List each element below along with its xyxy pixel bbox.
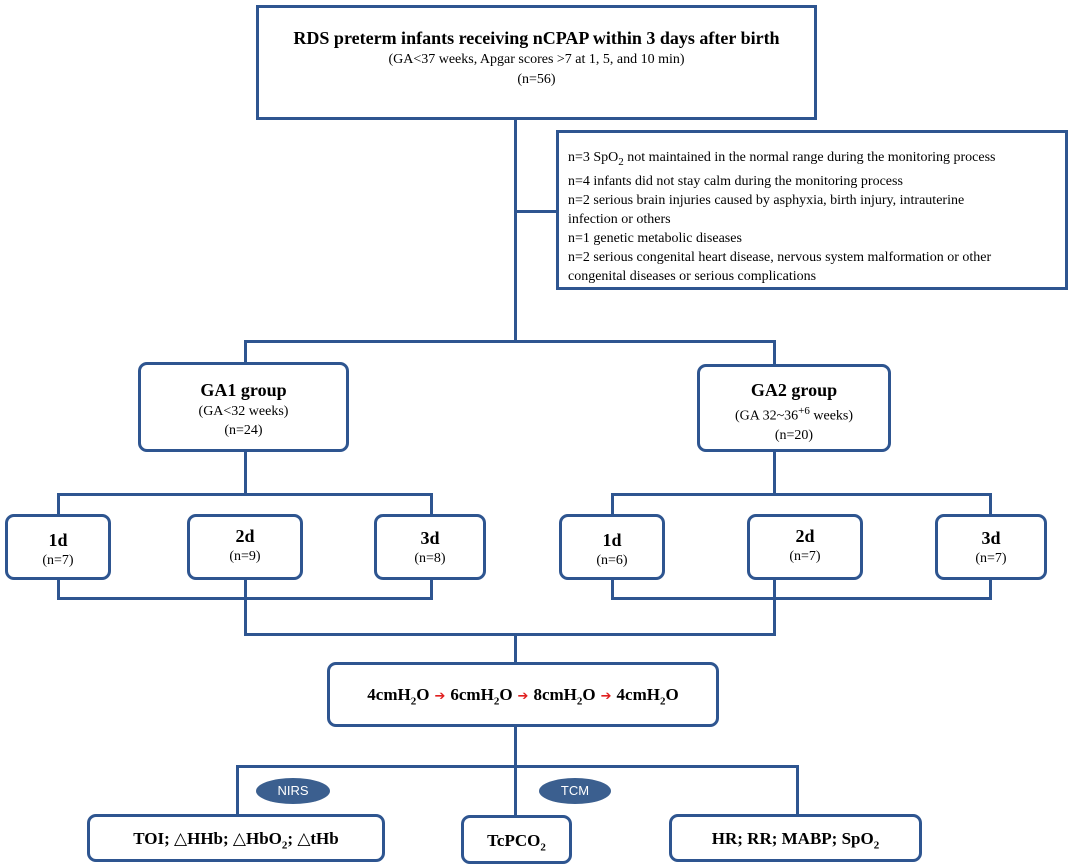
connector-split-horizontal	[244, 340, 776, 343]
day-count: (n=7)	[42, 553, 74, 568]
connector-nirs-down	[236, 765, 239, 816]
day-label: 1d	[602, 530, 622, 550]
connector-ga1-stem	[244, 450, 247, 495]
ga1-day-2d-box: 2d (n=9)	[187, 514, 303, 580]
connector-ga2-down	[773, 340, 776, 366]
day-count: (n=8)	[414, 551, 446, 566]
ga2-group-box: GA2 group (GA 32~36+6 weeks) (n=20)	[697, 364, 891, 452]
ga2-day-1d-box: 1d (n=6)	[559, 514, 665, 580]
day-count: (n=7)	[975, 551, 1007, 566]
exclusion-line-4: infection or others	[568, 211, 671, 227]
ga1-day-3d-box: 3d (n=8)	[374, 514, 486, 580]
pressure-step-4: 4cmH2O	[616, 685, 679, 708]
day-count: (n=7)	[789, 549, 821, 564]
enrollment-title: RDS preterm infants receiving nCPAP with…	[293, 28, 780, 48]
day-count: (n=6)	[596, 553, 628, 568]
exclusion-line-1: n=3 SpO2 not maintained in the normal ra…	[568, 150, 996, 168]
connector-ga2-3d-up	[989, 493, 992, 516]
ga2-title: GA2 group	[750, 380, 838, 400]
day-label: 1d	[48, 530, 68, 550]
connector-ga1-3d-up	[430, 493, 433, 516]
pressure-step-1: 4cmH2O	[367, 685, 430, 708]
connector-ga1-3d-down	[430, 578, 433, 600]
connector-ga2-1d-up	[611, 493, 614, 516]
ga1-title: GA1 group	[200, 380, 287, 400]
connector-ga1-2d-down	[244, 578, 247, 635]
ga1-group-box: GA1 group (GA<32 weeks) (n=24)	[138, 362, 349, 452]
vitals-outcome-box: HR; RR; MABP; SpO2	[669, 814, 922, 862]
connector-vitals-down	[796, 765, 799, 816]
exclusion-box: n=3 SpO2 not maintained in the normal ra…	[556, 130, 1068, 290]
day-label: 3d	[981, 528, 1001, 548]
connector-pressure-down	[514, 725, 517, 767]
arrow-right-icon: ➔	[517, 689, 529, 704]
nirs-outcome-box: TOI; △HHb; △HbO2; △tHb	[87, 814, 385, 862]
day-label: 2d	[795, 526, 815, 546]
ga1-criteria: (GA<32 weeks)	[198, 404, 289, 419]
day-label: 3d	[420, 528, 440, 548]
connector-outcome-horizontal	[236, 765, 799, 768]
enrollment-box: RDS preterm infants receiving nCPAP with…	[256, 5, 817, 120]
ga1-day-1d-box: 1d (n=7)	[5, 514, 111, 580]
day-count: (n=9)	[229, 549, 261, 564]
exclusion-line-6: n=2 serious congenital heart disease, ne…	[568, 249, 992, 265]
enrollment-count: (n=56)	[517, 72, 556, 87]
connector-ga2-2d-down	[773, 578, 776, 635]
ga2-criteria: (GA 32~36+6 weeks)	[734, 405, 854, 424]
arrow-right-icon: ➔	[600, 689, 612, 704]
connector-ga2-1d-down	[611, 578, 614, 600]
tcm-tag: TCM	[539, 778, 611, 804]
connector-exclusion	[515, 210, 558, 213]
connector-tcm-down	[514, 765, 517, 817]
connector-ga2-stem	[773, 450, 776, 495]
connector-merge-horizontal	[244, 633, 776, 636]
ga2-day-2d-box: 2d (n=7)	[747, 514, 863, 580]
pressure-step-3: 8cmH2O	[533, 685, 596, 708]
connector-ga2-bracket	[611, 493, 992, 496]
connector-merge-down	[514, 633, 517, 663]
pressure-step-2: 6cmH2O	[450, 685, 513, 708]
arrow-right-icon: ➔	[434, 689, 446, 704]
exclusion-line-7: congenital diseases or serious complicat…	[568, 268, 817, 284]
exclusion-line-2: n=4 infants did not stay calm during the…	[568, 173, 903, 189]
exclusion-line-5: n=1 genetic metabolic diseases	[568, 230, 742, 246]
nirs-tag: NIRS	[256, 778, 330, 804]
connector-ga2-bottom	[611, 597, 992, 600]
day-label: 2d	[235, 526, 255, 546]
connector-ga1-1d-down	[57, 578, 60, 600]
exclusion-line-3: n=2 serious brain injuries caused by asp…	[568, 192, 965, 208]
connector-ga1-down	[244, 340, 247, 364]
connector-ga2-3d-down	[989, 578, 992, 600]
ga2-count: (n=20)	[774, 427, 814, 443]
tcm-outcome-box: TcPCO2	[461, 815, 572, 864]
pressure-sequence-box: 4cmH2O ➔ 6cmH2O ➔ 8cmH2O ➔ 4cmH2O	[327, 662, 719, 727]
connector-trunk	[514, 118, 517, 342]
enrollment-criteria: (GA<37 weeks, Apgar scores >7 at 1, 5, a…	[388, 52, 685, 67]
ga2-day-3d-box: 3d (n=7)	[935, 514, 1047, 580]
connector-ga1-bracket	[57, 493, 433, 496]
ga1-count: (n=24)	[224, 423, 263, 438]
connector-ga1-1d-up	[57, 493, 60, 516]
